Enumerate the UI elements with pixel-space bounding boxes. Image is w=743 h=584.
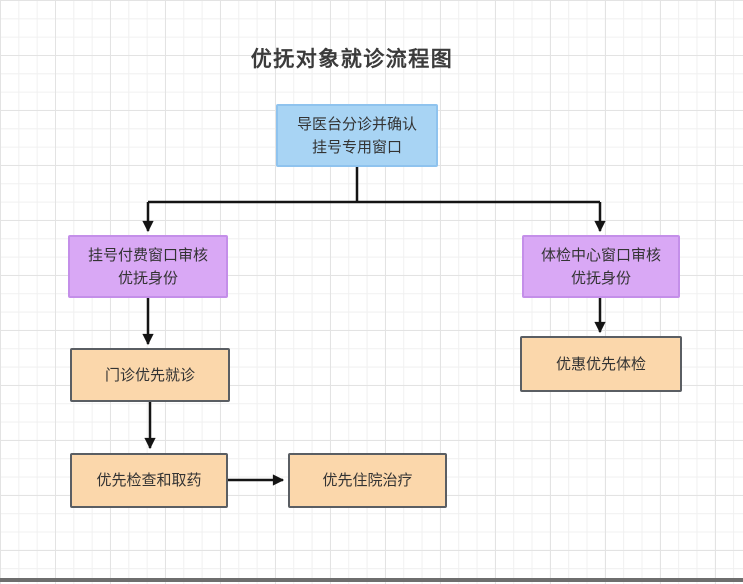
node-label-line: 导医台分诊并确认 — [296, 115, 417, 133]
node-triage-desk[interactable]: 导医台分诊并确认 挂号专用窗口 — [276, 104, 438, 167]
diagram-title: 优抚对象就诊流程图 — [250, 48, 454, 71]
node-label-line: 优惠优先体检 — [555, 355, 646, 373]
node-label-line: 优先检查和取药 — [96, 472, 202, 489]
node-checkup-priority[interactable]: 优惠优先体检 — [520, 336, 682, 392]
node-registration-window[interactable]: 挂号付费窗口审核 优抚身份 — [68, 235, 228, 298]
node-hospitalization-priority[interactable]: 优先住院治疗 — [288, 453, 447, 508]
node-exam-medicine-priority[interactable]: 优先检查和取药 — [70, 453, 228, 508]
node-label-line: 体检中心窗口审核 — [540, 246, 661, 264]
node-label-line: 优抚身份 — [570, 269, 631, 287]
edge-branch-bar — [148, 167, 600, 204]
node-label-line: 挂号付费窗口审核 — [87, 246, 208, 264]
node-label-line: 挂号专用窗口 — [311, 138, 402, 156]
node-label-line: 门诊优先就诊 — [104, 366, 195, 384]
node-checkup-center-window[interactable]: 体检中心窗口审核 优抚身份 — [522, 235, 680, 298]
canvas-bottom-edge — [0, 578, 743, 582]
node-label-line: 优先住院治疗 — [322, 472, 413, 489]
node-label-line: 优抚身份 — [117, 269, 178, 287]
node-outpatient-priority[interactable]: 门诊优先就诊 — [70, 348, 230, 402]
